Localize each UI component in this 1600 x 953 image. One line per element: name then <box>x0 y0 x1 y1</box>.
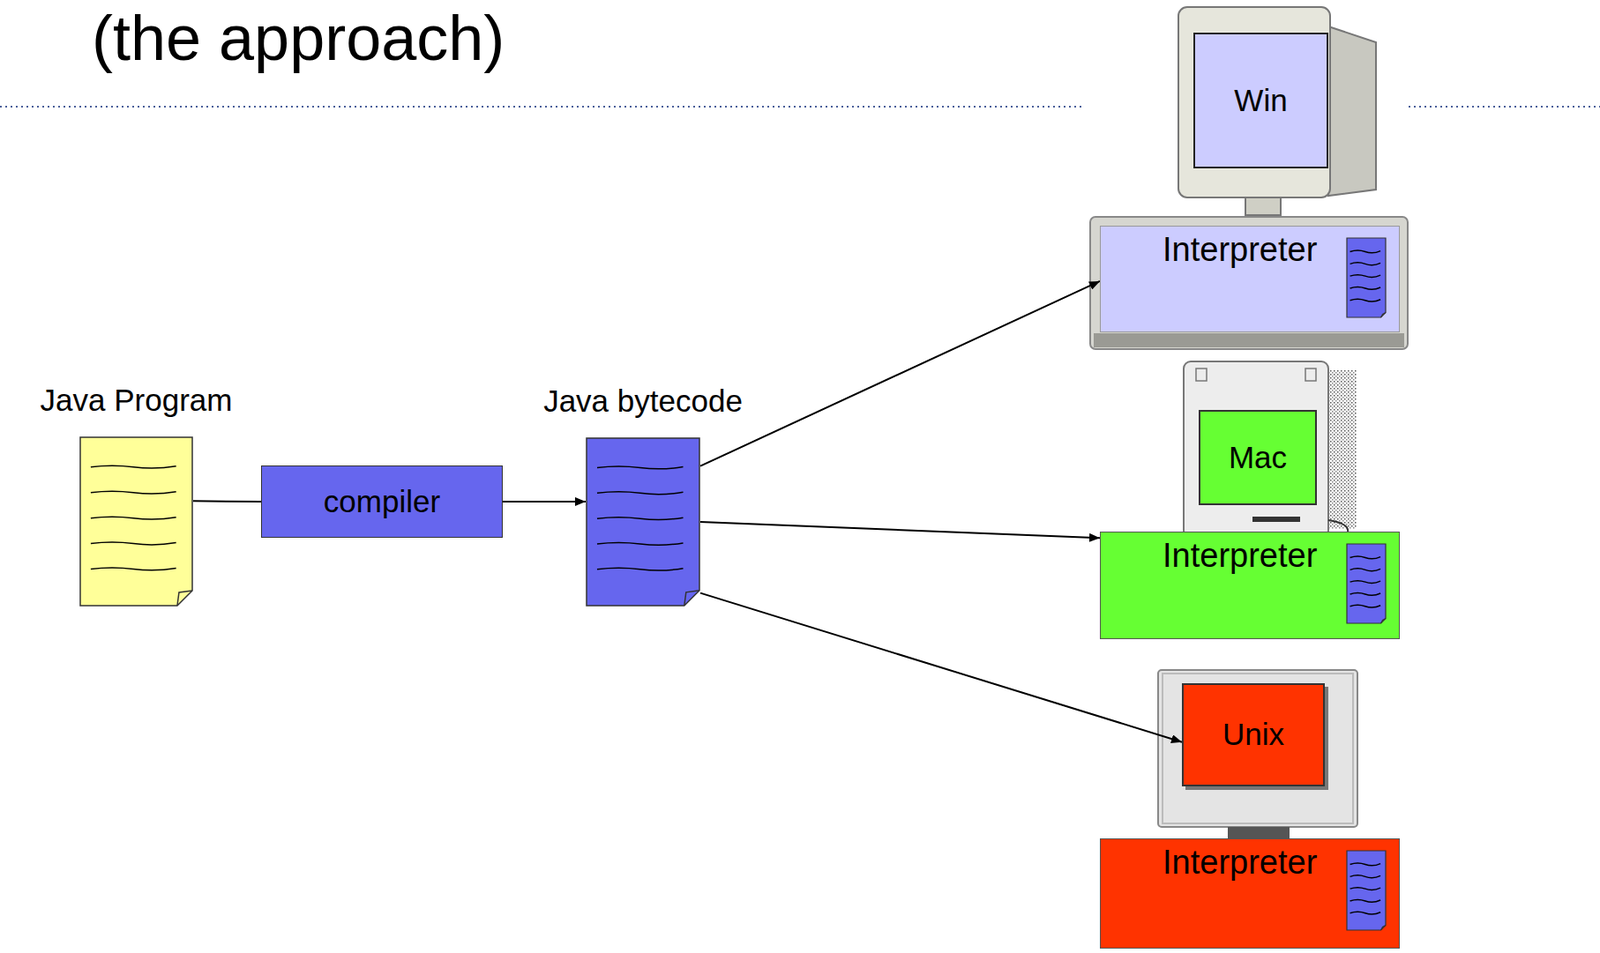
node-label: Unix <box>1222 717 1285 753</box>
title-rule <box>0 105 1082 108</box>
flow-arrow <box>700 281 1100 467</box>
document-shape <box>585 437 701 607</box>
document-label: Java Program <box>40 383 233 419</box>
document-shape <box>79 436 194 607</box>
win-computer <box>1090 7 1408 350</box>
document-label: Java bytecode <box>543 384 743 419</box>
compiler-box: compiler <box>261 465 503 539</box>
interpreter-box: Interpreter <box>1099 838 1400 950</box>
unix-computer <box>1158 670 1358 839</box>
mac-screen: Mac <box>1198 410 1317 506</box>
flow-arrow <box>700 522 1100 539</box>
slide-title: (the approach) <box>91 3 505 74</box>
bytecode-icon <box>1345 850 1387 932</box>
interpreter-box: Interpreter <box>1099 531 1400 640</box>
bytecode-icon <box>1345 237 1387 319</box>
node-label: compiler <box>323 485 441 520</box>
mac-computer <box>1183 361 1357 539</box>
bytecode-document: Java bytecode <box>585 437 701 607</box>
node-label: Win <box>1233 83 1287 119</box>
interpreter-box: Interpreter <box>1099 225 1400 333</box>
flow-arrow <box>193 500 262 503</box>
unix-screen: Unix <box>1181 683 1325 787</box>
document-shape <box>1345 237 1387 319</box>
title-rule <box>1408 105 1600 108</box>
node-label: Interpreter <box>1162 844 1317 883</box>
flow-arrow <box>502 500 586 503</box>
document-shape <box>1345 543 1387 625</box>
node-label: Interpreter <box>1162 538 1317 576</box>
win-screen: Win <box>1193 32 1329 169</box>
source-document: Java Program <box>79 436 194 607</box>
node-label: Mac <box>1228 441 1287 476</box>
bytecode-icon <box>1345 543 1387 625</box>
document-shape <box>1345 850 1387 932</box>
node-label: Interpreter <box>1162 231 1317 270</box>
